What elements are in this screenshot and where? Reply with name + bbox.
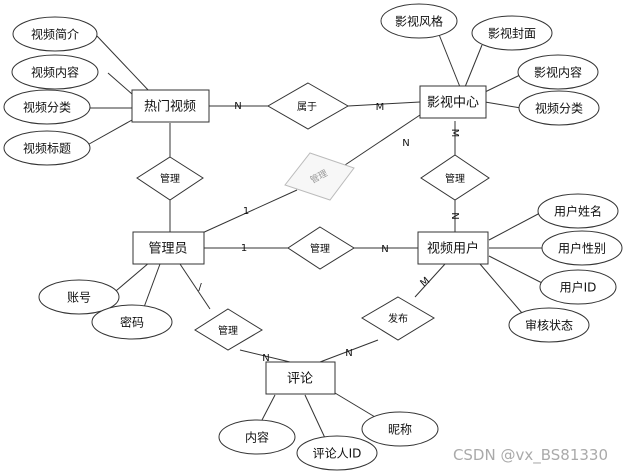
- card-film-admin: N: [402, 138, 409, 149]
- rel-manage-hot-diamond: [136, 156, 204, 201]
- attr-user-name-ellipse: [537, 193, 619, 229]
- attr-film-style-ellipse: [380, 3, 458, 39]
- card-comment-admin: N: [262, 353, 269, 364]
- attr-review-status-ellipse: [508, 307, 590, 343]
- attr-commenter-id-ellipse: [296, 435, 378, 471]
- entity-hot-video-label: 热门视频: [144, 100, 196, 115]
- attr-hot-content-ellipse: [11, 54, 99, 90]
- rel-manage-user-diamond: [287, 226, 355, 270]
- card-admin-user: 1: [241, 243, 247, 254]
- entity-hot-video-box: [131, 89, 210, 123]
- rel-manage-film-diamond: [284, 152, 355, 201]
- attr-hot-intro-label: 视频简介: [31, 27, 79, 42]
- attr-nickname-ellipse: [361, 411, 439, 447]
- attr-user-gender-label: 用户性别: [558, 241, 606, 256]
- entity-comment-box: [265, 361, 336, 395]
- entity-comment-label: 评论: [287, 372, 313, 387]
- rel-manage-hot-label: 管理: [160, 172, 180, 185]
- card-hot-belongs: N: [234, 101, 241, 112]
- rel-manage-comment-diamond: [194, 308, 263, 351]
- entity-video-user-label: 视频用户: [427, 241, 479, 257]
- attr-film-category-ellipse: [518, 90, 600, 126]
- attr-password-ellipse: [91, 304, 173, 340]
- card-admin-comment: /: [198, 282, 202, 293]
- entity-admin-label: 管理员: [148, 242, 187, 257]
- attr-film-cover-label: 影视封面: [488, 26, 536, 41]
- attr-comment-content-ellipse: [218, 419, 296, 455]
- attr-hot-category-ellipse: [3, 89, 91, 125]
- attr-review-status-label: 审核状态: [525, 318, 573, 333]
- connectors: [81, 31, 547, 439]
- rel-publish-diamond: [361, 296, 435, 341]
- attr-film-content-ellipse: [517, 54, 599, 90]
- attr-account-ellipse: [38, 279, 120, 315]
- entity-film-center-label: 影视中心: [427, 96, 479, 111]
- entity-video-user-box: [417, 231, 489, 265]
- attr-hot-category-label: 视频分类: [23, 100, 71, 115]
- attributes: [3, 3, 623, 471]
- attr-user-id-label: 用户ID: [560, 280, 597, 295]
- card-user-admin: N: [381, 244, 388, 255]
- card-film-manage-top: M: [449, 129, 460, 138]
- card-film-belongs: M: [376, 102, 385, 113]
- entity-film-center-box: [419, 85, 487, 119]
- relationships: [136, 82, 490, 351]
- card-user-manage-bottom: N: [449, 212, 460, 219]
- rel-belongs-diamond: [266, 82, 350, 130]
- card-comment-user: N: [345, 348, 352, 359]
- attr-film-style-label: 影视风格: [395, 14, 443, 29]
- card-user-comment: M: [418, 275, 432, 289]
- rel-manage-comment-label: 管理: [218, 324, 238, 337]
- entities: [131, 85, 489, 395]
- attr-comment-content-label: 内容: [245, 430, 269, 445]
- attr-password-label: 密码: [120, 315, 144, 330]
- attr-user-name-label: 用户姓名: [554, 204, 602, 219]
- card-admin-film: 1: [243, 206, 249, 217]
- attr-commenter-id-label: 评论人ID: [313, 447, 362, 461]
- attr-user-id-ellipse: [539, 269, 617, 305]
- watermark-text: CSDN @vx_BS81330: [453, 446, 608, 465]
- attr-user-gender-ellipse: [541, 230, 623, 266]
- attr-film-cover-ellipse: [471, 15, 553, 51]
- rel-belongs-label: 属于: [297, 101, 317, 113]
- attr-film-category-label: 视频分类: [535, 101, 583, 116]
- rel-manage-user-film-diamond: [420, 154, 490, 201]
- rel-manage-user-film-label: 管理: [445, 172, 465, 185]
- attr-film-content-label: 影视内容: [534, 65, 582, 80]
- entity-admin-box: [132, 231, 205, 265]
- attr-hot-title-label: 视频标题: [23, 141, 71, 156]
- rel-manage-user-label: 管理: [310, 242, 330, 255]
- attr-account-label: 账号: [67, 291, 91, 305]
- rel-publish-label: 发布: [388, 312, 408, 325]
- attr-nickname-label: 昵称: [388, 423, 412, 437]
- attr-hot-content-label: 视频内容: [31, 65, 79, 80]
- attr-hot-intro-ellipse: [12, 16, 98, 52]
- attr-hot-title-ellipse: [3, 130, 91, 166]
